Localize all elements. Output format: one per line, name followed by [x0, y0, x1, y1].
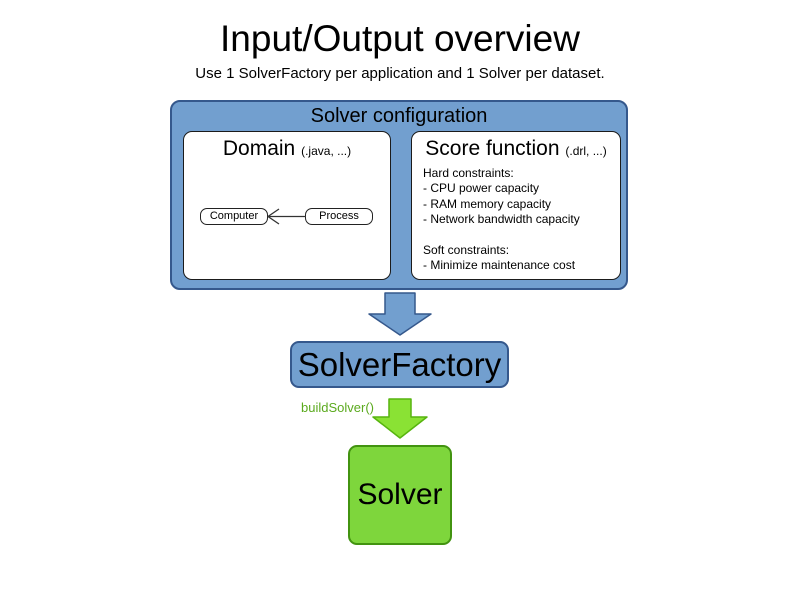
- score-function-body: Hard constraints: - CPU power capacity -…: [423, 166, 580, 273]
- solver-configuration-title: Solver configuration: [310, 105, 488, 127]
- page-title: Input/Output overview: [220, 18, 580, 59]
- domain-file-types: (.java, ...): [301, 144, 352, 158]
- score-function-panel: Score function (.drl, ...) Hard constrai…: [411, 131, 621, 280]
- build-solver-label: buildSolver(): [301, 400, 374, 415]
- down-arrow-green-icon: [372, 398, 428, 439]
- solver-factory-box: SolverFactory: [290, 341, 509, 388]
- hard-constraint-item: - RAM memory capacity: [423, 196, 552, 211]
- score-function-file-types: (.drl, ...): [565, 144, 607, 158]
- score-function-panel-title: Score function (.drl, ...): [412, 137, 620, 161]
- soft-constraints-heading: Soft constraints:: [423, 242, 510, 257]
- domain-node-process: Process: [305, 208, 373, 225]
- association-arrow-icon: [266, 208, 306, 225]
- solver-configuration-box: Solver configuration Domain (.java, ...)…: [170, 100, 628, 290]
- domain-node-computer: Computer: [200, 208, 268, 225]
- hard-constraint-item: - CPU power capacity: [423, 181, 540, 196]
- hard-constraint-item: - Network bandwidth capacity: [423, 212, 580, 227]
- domain-panel-title: Domain (.java, ...): [184, 137, 390, 161]
- solver-label: Solver: [357, 478, 443, 511]
- constraints-spacer: [423, 228, 580, 243]
- solver-box: Solver: [348, 445, 452, 545]
- domain-title-text: Domain: [222, 137, 296, 160]
- solver-factory-label: SolverFactory: [297, 345, 502, 383]
- score-function-title-text: Score function: [425, 137, 560, 160]
- hard-constraints-heading: Hard constraints:: [423, 166, 514, 180]
- page-subtitle: Use 1 SolverFactory per application and …: [195, 65, 605, 82]
- down-arrow-blue-icon: [368, 292, 432, 336]
- domain-panel: Domain (.java, ...) Computer Process: [183, 131, 391, 280]
- soft-constraint-item: - Minimize maintenance cost: [423, 258, 576, 273]
